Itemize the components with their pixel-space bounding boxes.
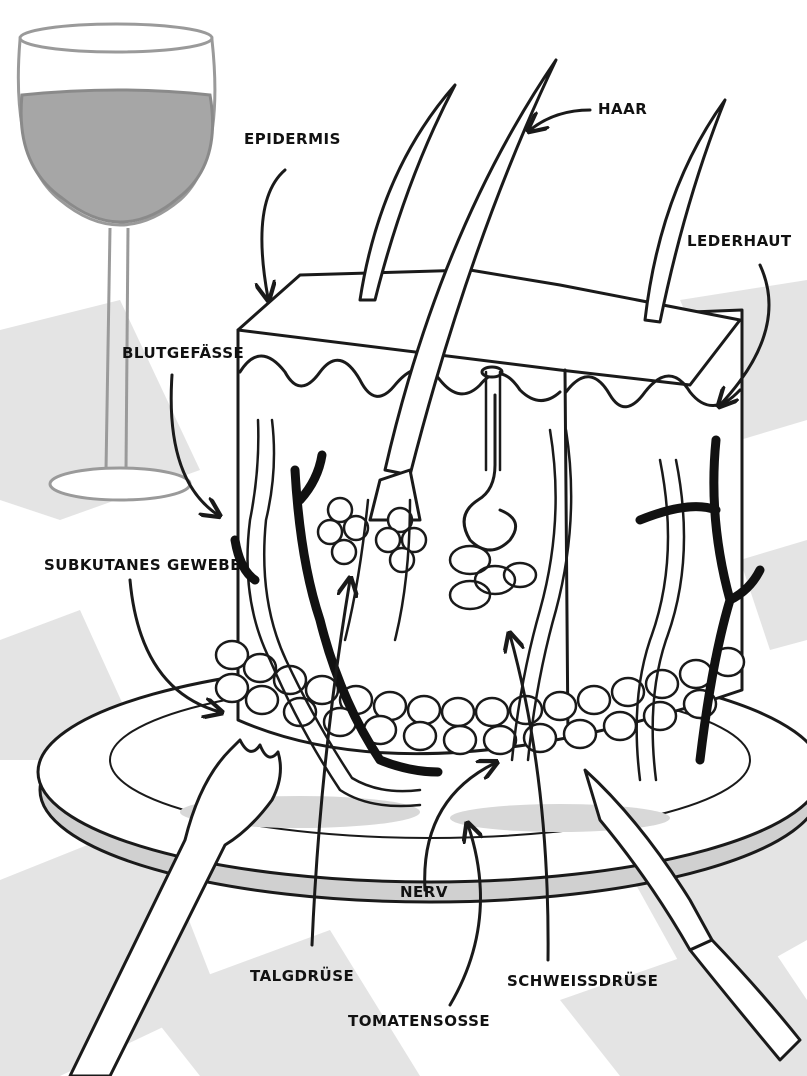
- label-epidermis: EPIDERMIS: [244, 130, 341, 148]
- skin-cake: [216, 60, 760, 806]
- label-haar: HAAR: [598, 100, 647, 118]
- label-subkutanes-gewebe: SUBKUTANES GEWEBE: [44, 556, 241, 574]
- arrow-haar: [530, 110, 590, 130]
- label-nerv: NERV: [400, 883, 448, 901]
- label-talgdruese: TALGDRÜSE: [250, 967, 354, 985]
- label-schweissdruese: SCHWEISSDRÜSE: [507, 972, 658, 990]
- label-lederhaut: LEDERHAUT: [687, 232, 792, 250]
- arrow-epidermis: [262, 170, 285, 298]
- label-tomatensosse: TOMATENSOSSE: [348, 1012, 490, 1030]
- label-blutgefaesse: BLUTGEFÄSSE: [122, 344, 244, 362]
